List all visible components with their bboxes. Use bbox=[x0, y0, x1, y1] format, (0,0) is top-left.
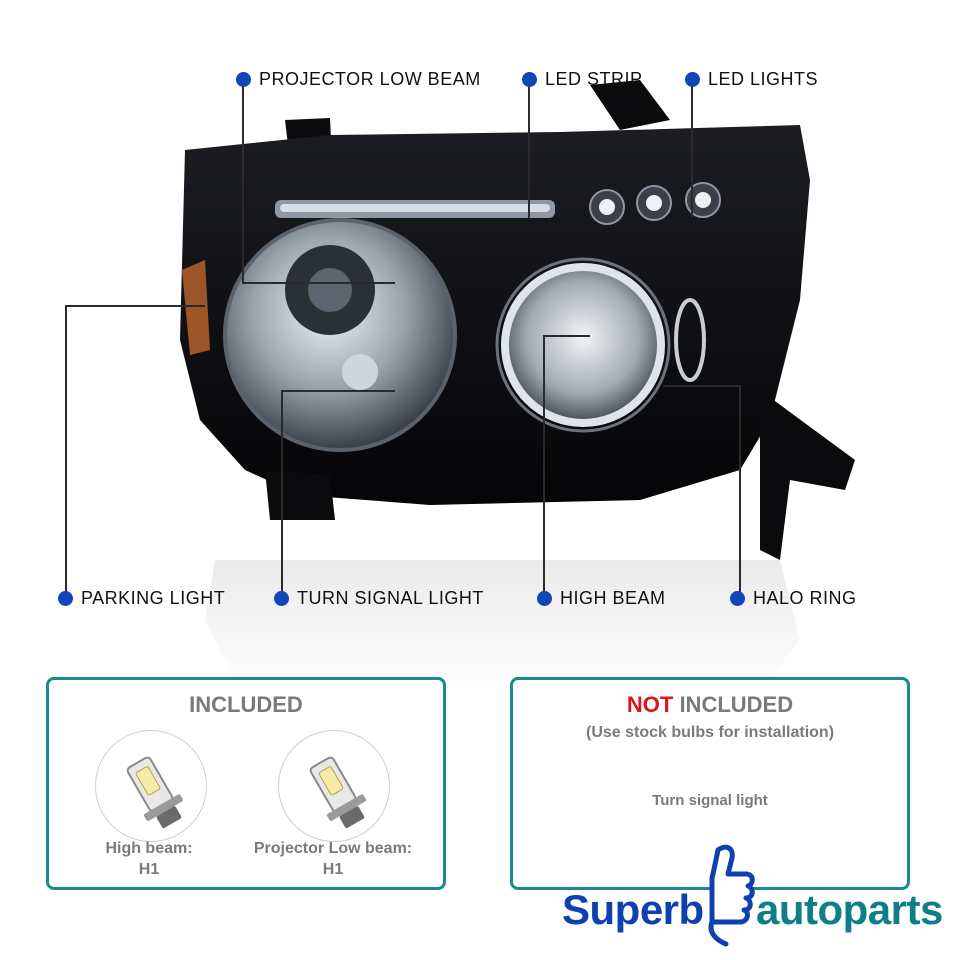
brand-right: autoparts bbox=[756, 886, 943, 933]
not-included-subtitle: (Use stock bulbs for installation) bbox=[585, 724, 835, 741]
halo-ring-shape bbox=[501, 263, 665, 427]
not-included-panel: NOT INCLUDED (Use stock bulbs for instal… bbox=[510, 677, 910, 890]
led-light-shape bbox=[646, 195, 662, 211]
callout-turn-signal-light: TURN SIGNAL LIGHT bbox=[274, 588, 484, 609]
not-included-item: Turn signal light bbox=[652, 792, 768, 809]
included-title: INCLUDED bbox=[189, 692, 303, 717]
callout-led-strip: LED STRIP bbox=[522, 69, 643, 90]
parking-light-shape bbox=[182, 260, 210, 355]
bullet-dot-icon bbox=[522, 72, 537, 87]
bulb-card bbox=[95, 730, 207, 842]
bulb-label-line2: H1 bbox=[322, 861, 344, 878]
callout-label: LED LIGHTS bbox=[708, 69, 819, 89]
bulb-label-line1: Projector Low beam: bbox=[253, 840, 413, 857]
bullet-dot-icon bbox=[685, 72, 700, 87]
led-light-shape bbox=[695, 192, 711, 208]
callout-parking-light: PARKING LIGHT bbox=[58, 588, 225, 609]
h1-bulb-icon bbox=[126, 756, 183, 829]
callout-led-lights: LED LIGHTS bbox=[685, 69, 818, 90]
bullet-dot-icon bbox=[730, 591, 745, 606]
bulb-card bbox=[278, 730, 390, 842]
callout-high-beam: HIGH BEAM bbox=[537, 588, 666, 609]
mount-tab-shape bbox=[590, 80, 670, 130]
included-panel: INCLUDED High beam: H1 bbox=[46, 677, 446, 890]
bullet-dot-icon bbox=[274, 591, 289, 606]
bulb-label-line1: High beam: bbox=[105, 840, 193, 857]
bullet-dot-icon bbox=[58, 591, 73, 606]
reflection-shape bbox=[205, 560, 800, 690]
not-word: NOT bbox=[626, 692, 674, 717]
bullet-dot-icon bbox=[236, 72, 251, 87]
callout-projector-low-beam: PROJECTOR LOW BEAM bbox=[236, 69, 481, 90]
bullet-dot-icon bbox=[537, 591, 552, 606]
bracket-shape bbox=[760, 390, 855, 560]
mount-tab-shape bbox=[265, 470, 335, 520]
callout-label: HIGH BEAM bbox=[560, 588, 666, 608]
callout-label: HALO RING bbox=[753, 588, 857, 608]
callout-leaders bbox=[65, 80, 741, 597]
callout-halo-ring: HALO RING bbox=[730, 588, 857, 609]
callout-label: TURN SIGNAL LIGHT bbox=[297, 588, 484, 608]
bulb-label: Projector Low beam: H1 bbox=[233, 838, 433, 880]
callout-label: PARKING LIGHT bbox=[81, 588, 226, 608]
brand-left: Superb bbox=[562, 886, 704, 933]
bulb-label: High beam: H1 bbox=[69, 838, 229, 880]
bulb-label-line2: H1 bbox=[138, 861, 160, 878]
led-strip-shape bbox=[280, 204, 550, 212]
led-light-shape bbox=[599, 199, 615, 215]
thumbs-up-icon bbox=[708, 844, 755, 947]
h1-bulb-icon bbox=[309, 756, 366, 829]
included-word: INCLUDED bbox=[673, 692, 794, 717]
not-included-title: NOT INCLUDED bbox=[513, 692, 907, 718]
callout-label: PROJECTOR LOW BEAM bbox=[259, 69, 481, 89]
callout-label: LED STRIP bbox=[545, 69, 643, 89]
